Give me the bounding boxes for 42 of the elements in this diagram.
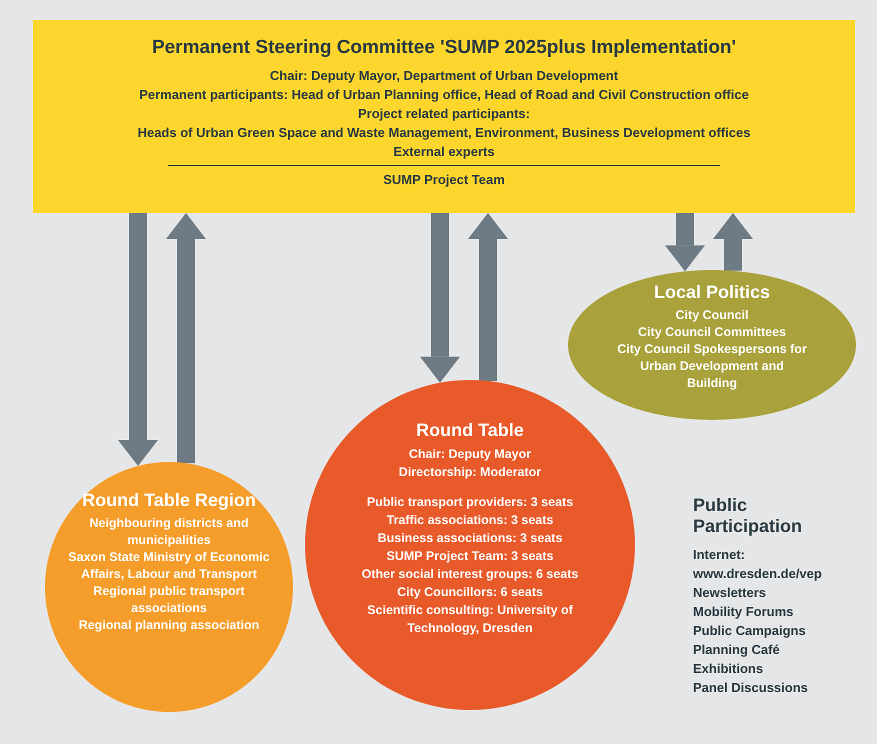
list-item: Planning Café — [693, 641, 781, 659]
section-heading: Public Participation — [693, 495, 804, 537]
node-text: SUMP Project Team: 3 seats — [386, 548, 554, 565]
node-text: Public transport providers: 3 seats — [366, 494, 574, 511]
node-text: City Councillors: 6 seats — [397, 584, 543, 601]
node-text: Business associations: 3 seats — [378, 530, 562, 547]
list-item: Mobility Forums — [693, 603, 794, 621]
node-text: Permanent participants: Head of Urban Planning office, Head of Road and Civil Construction office — [139, 86, 749, 104]
block-arrow — [118, 213, 158, 466]
node-text: City Council Spokespersons for Urban Development and Building — [616, 341, 808, 392]
committee-box — [33, 20, 855, 213]
list-item: Newsletters — [693, 584, 767, 602]
node-text: Neighbouring districts and municipalities — [88, 515, 250, 549]
list-item: Public Campaigns — [693, 622, 807, 640]
block-arrow — [468, 213, 508, 381]
node-text: City Council — [676, 307, 748, 324]
node-text: Other social interest groups: 6 seats — [362, 566, 578, 583]
list-item: www.dresden.de/vep — [693, 565, 823, 583]
node-text: Chair: Deputy Mayor — [408, 446, 532, 463]
node-text: City Council Committees — [638, 324, 786, 341]
list-item: Internet: — [693, 546, 746, 564]
node-heading: Permanent Steering Committee 'SUMP 2025plus Implementation' — [152, 36, 736, 60]
node-text: Heads of Urban Green Space and Waste Management, Environment, Business Development offices — [138, 124, 750, 142]
node-text: Regional planning association — [78, 617, 260, 634]
node-heading: Round Table Region — [82, 490, 256, 511]
block-arrow — [420, 213, 460, 383]
node-heading: Local Politics — [654, 282, 770, 303]
node-text: Project related participants: — [358, 105, 530, 123]
node-text: Regional public transport associations — [92, 583, 246, 617]
block-arrow — [713, 213, 753, 271]
node-text: External experts — [393, 143, 495, 161]
node-text: Saxon State Ministry of Economic Affairs, Labour and Transport — [67, 549, 271, 583]
block-arrow — [665, 213, 705, 272]
node-text: Traffic associations: 3 seats — [386, 512, 554, 529]
list-item: Panel Discussions — [693, 679, 809, 697]
node-text: Chair: Deputy Mayor, Department of Urban Development — [270, 67, 618, 85]
block-arrow — [166, 213, 206, 464]
list-item: Exhibitions — [693, 660, 764, 678]
node-text: Scientific consulting: University of Technology, Dresden — [366, 602, 574, 637]
node-heading: Round Table — [416, 420, 524, 441]
node-text: Directorship: Moderator — [398, 464, 542, 481]
node-text: SUMP Project Team — [383, 171, 505, 189]
